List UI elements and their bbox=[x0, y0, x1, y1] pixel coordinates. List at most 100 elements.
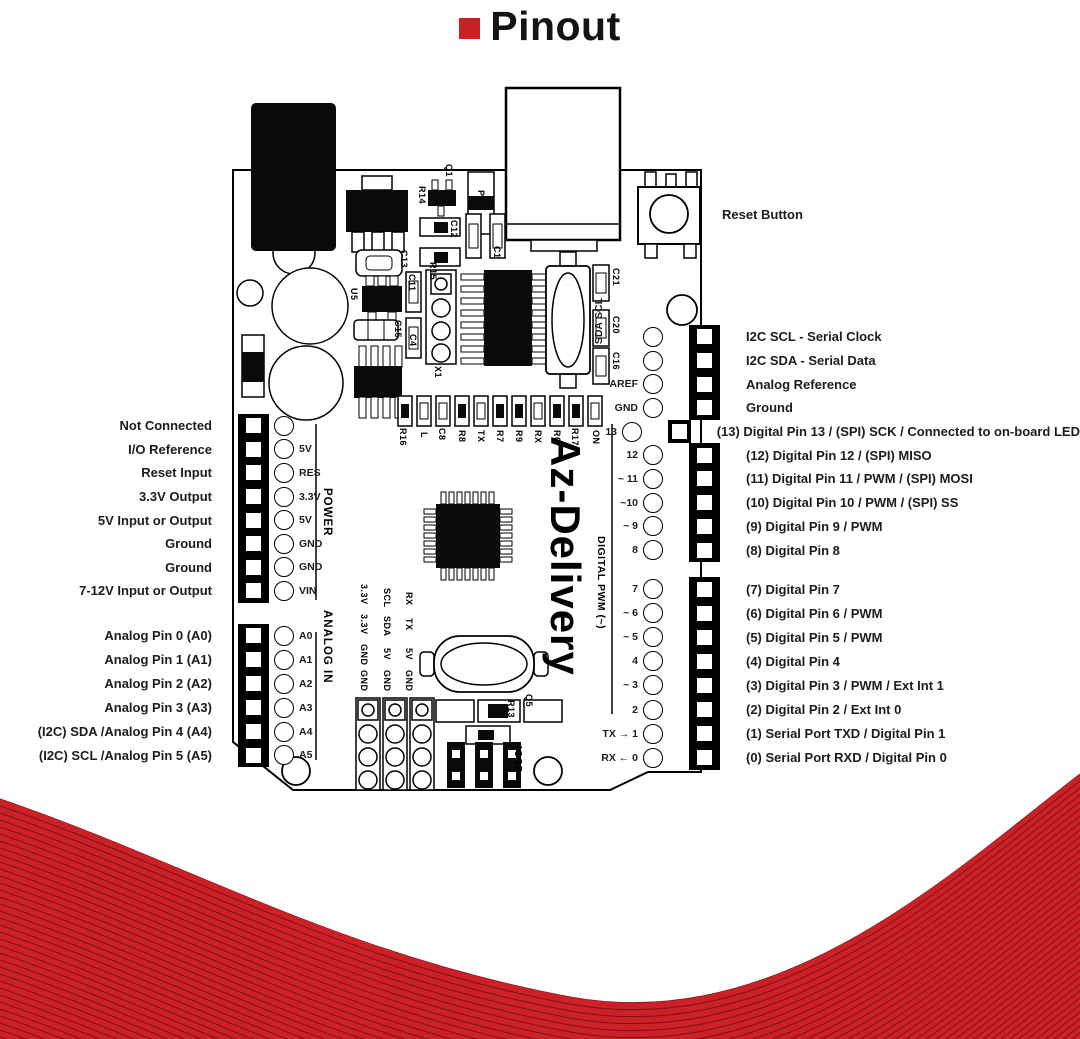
analog-group-label: ANALOG IN bbox=[321, 610, 333, 684]
component-ref-label: R13 bbox=[506, 700, 516, 719]
pin-hole bbox=[643, 603, 663, 624]
pin-silk-label: A0 bbox=[299, 629, 313, 642]
pin-silk-label: TX → 1 bbox=[602, 727, 638, 740]
pin-hole bbox=[622, 421, 643, 442]
pin-annotation: (7) Digital Pin 7 bbox=[746, 581, 840, 597]
pin-hole bbox=[643, 675, 663, 696]
pin-pad bbox=[238, 743, 269, 768]
mcu-atmega328 bbox=[423, 491, 513, 581]
pin-pad bbox=[238, 695, 269, 720]
decorative-wave bbox=[0, 773, 1080, 1039]
pin-hole bbox=[274, 486, 294, 507]
pin-hole bbox=[643, 627, 663, 648]
component-ref-label: GND bbox=[382, 670, 392, 692]
pin-hole bbox=[643, 350, 663, 371]
component-ref-label: R16 bbox=[398, 428, 408, 447]
pin-pad bbox=[238, 719, 269, 744]
pin-annotation: (6) Digital Pin 6 / PWM bbox=[746, 605, 883, 621]
digital-pin-row: AREF Analog Reference bbox=[560, 372, 1080, 397]
component-ref-label: L bbox=[419, 432, 429, 438]
component-ref-label: ON bbox=[591, 430, 601, 445]
pin-pad bbox=[689, 577, 720, 602]
component-ref-label: X1 bbox=[433, 366, 443, 379]
pin-annotation: Analog Pin 0 (A0) bbox=[104, 628, 212, 644]
component-ref-label: C8 bbox=[437, 428, 447, 441]
pin-pad bbox=[689, 697, 720, 722]
pin-silk-label: GND bbox=[299, 561, 323, 574]
board-graphic bbox=[232, 86, 702, 791]
pin-hole bbox=[274, 510, 294, 531]
pin-hole bbox=[643, 468, 663, 489]
pin-annotation: (4) Digital Pin 4 bbox=[746, 653, 840, 669]
pin-hole bbox=[274, 439, 294, 460]
pin-annotation: Ground bbox=[746, 400, 793, 416]
pin-pad bbox=[689, 443, 720, 468]
component-ref-label: R6 bbox=[552, 430, 562, 443]
pin-silk-label: 4 bbox=[632, 655, 638, 668]
pin-silk-label: RES bbox=[299, 466, 321, 479]
pin-pad bbox=[689, 348, 720, 373]
pin-hole bbox=[643, 492, 663, 513]
power-pin-row: I/O Reference 5V bbox=[20, 437, 322, 462]
component-ref-label: GND bbox=[359, 670, 369, 692]
component-ref-label: C11 bbox=[407, 274, 417, 292]
pin-hole bbox=[643, 516, 663, 537]
component-ref-label: R9 bbox=[514, 430, 524, 443]
digital-pin-row: ~ 11 (11) Digital Pin 11 / PWM / (SPI) M… bbox=[560, 467, 1080, 491]
pin-pad bbox=[689, 625, 720, 650]
component-ref-label: GND bbox=[359, 644, 369, 666]
pin-silk-label: A3 bbox=[299, 701, 313, 714]
component-ref-label: R14 bbox=[417, 186, 427, 205]
header-x1 bbox=[425, 269, 457, 365]
digital-pin-row: ~ 6 (6) Digital Pin 6 / PWM bbox=[560, 601, 1080, 626]
digital-pin-row: 12 (12) Digital Pin 12 / (SPI) MISO bbox=[560, 443, 1080, 468]
pin-silk-label: ~ 3 bbox=[623, 679, 638, 692]
pin-silk-label: 7 bbox=[632, 583, 638, 596]
pin-pad bbox=[689, 396, 720, 420]
digital-pin-row: SDA I2C SDA - Serial Data bbox=[560, 322, 1080, 373]
digital-pin-row: ~ 3 (3) Digital Pin 3 / PWM / Ext Int 1 bbox=[560, 673, 1080, 698]
pin-annotation: (10) Digital Pin 10 / PWM / (SPI) SS bbox=[746, 495, 959, 511]
reset-button-component bbox=[637, 171, 701, 259]
page-title: Pinout bbox=[0, 0, 1080, 52]
component-ref-label: 3.3V bbox=[359, 584, 369, 605]
pin-annotation: 7-12V Input or Output bbox=[79, 583, 212, 599]
power-pin-row: Ground GND bbox=[20, 555, 323, 580]
pin-hole bbox=[274, 649, 294, 670]
digital-pin-row: 13 (13) Digital Pin 13 / (SPI) SCK / Con… bbox=[560, 419, 1080, 444]
digital-pin-row: GND Ground bbox=[560, 396, 1080, 420]
pin-annotation: Ground bbox=[165, 536, 212, 552]
component-ref-label: TX bbox=[404, 618, 414, 631]
pin-silk-label: 2 bbox=[632, 703, 638, 716]
pin-hole bbox=[643, 445, 663, 466]
usb-connector bbox=[504, 86, 622, 252]
component-ref-label: 5V bbox=[382, 648, 392, 661]
pin-hole bbox=[274, 580, 294, 601]
pin-pad bbox=[238, 508, 269, 532]
pin-pad bbox=[238, 414, 269, 438]
digital-pin-row: 2 (2) Digital Pin 2 / Ext Int 0 bbox=[560, 697, 1080, 722]
pin-annotation: (5) Digital Pin 5 / PWM bbox=[746, 629, 883, 645]
pin-silk-label: 5V bbox=[299, 514, 312, 527]
pin-annotation: (11) Digital Pin 11 / PWM / (SPI) MOSI bbox=[746, 471, 973, 487]
pin-silk-label: SDA bbox=[593, 321, 605, 344]
pin-silk-label: ~ 6 bbox=[623, 607, 638, 620]
power-pin-row: Ground GND bbox=[20, 531, 322, 556]
component-ref-label: GND bbox=[404, 670, 414, 692]
pin-annotation: (1) Serial Port TXD / Digital Pin 1 bbox=[746, 726, 946, 742]
component-ref-label: C21 bbox=[611, 268, 621, 287]
pin-hole bbox=[643, 651, 663, 672]
component-ref-label: C1 bbox=[492, 246, 502, 259]
power-pin-row: 7-12V Input or Output VIN bbox=[20, 579, 322, 603]
smd-pads bbox=[419, 213, 506, 267]
analog-pin-row: Analog Pin 2 (A2) A2 bbox=[20, 671, 312, 696]
pin-hole bbox=[643, 723, 663, 744]
reset-button-annotation: Reset Button bbox=[722, 207, 803, 222]
pin-silk-label: ~ 9 bbox=[623, 520, 638, 533]
pin-pad bbox=[238, 437, 269, 462]
pin-silk-label: VIN bbox=[299, 584, 317, 597]
pin-pad bbox=[689, 745, 720, 770]
ic-soic8 bbox=[354, 345, 403, 419]
component-ref-label: SDA bbox=[382, 616, 392, 637]
